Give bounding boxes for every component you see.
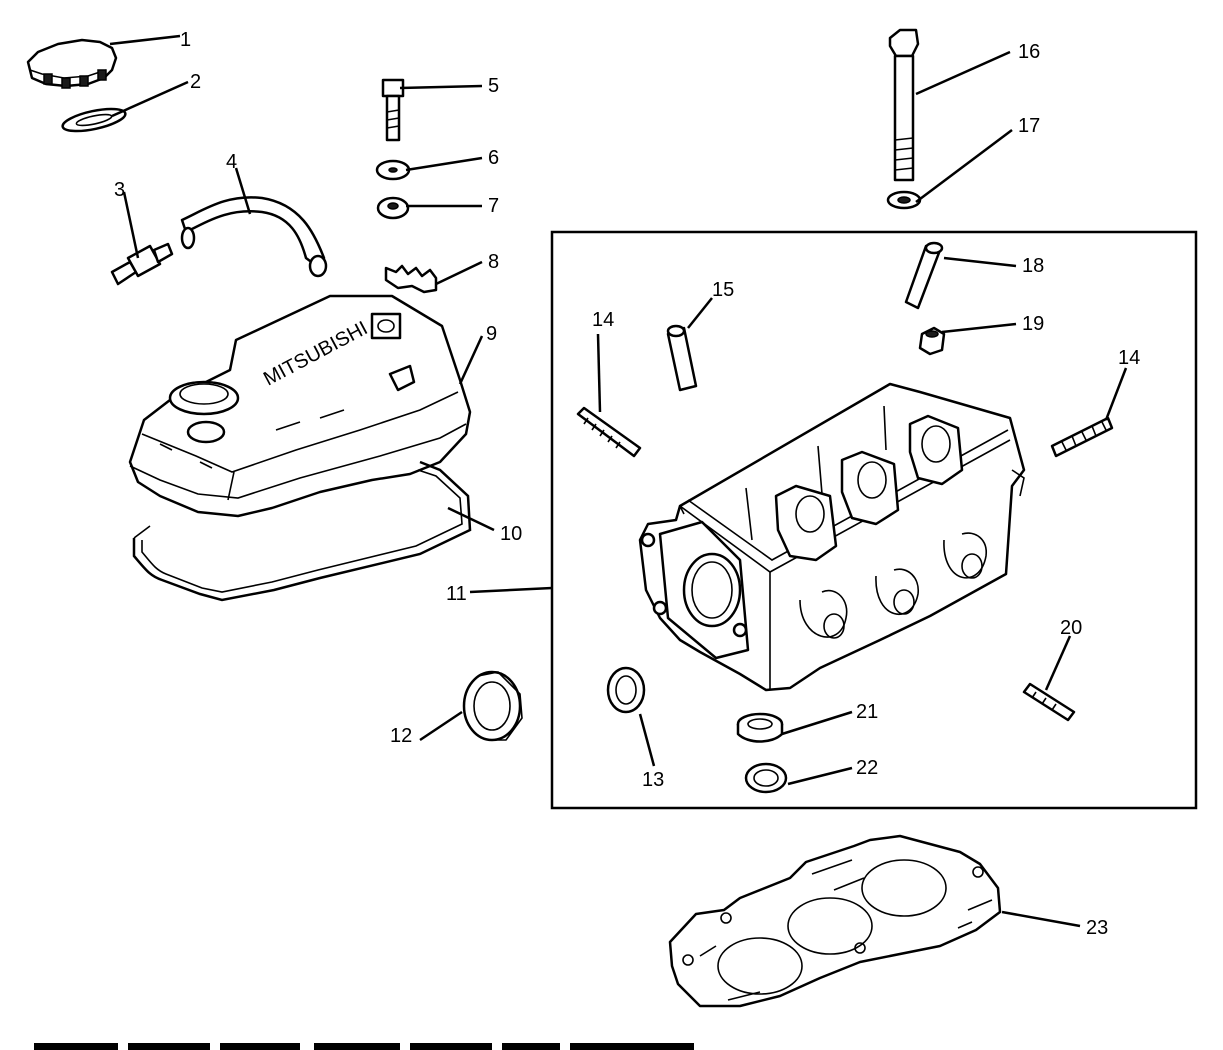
callout-10: 10 — [500, 523, 522, 545]
cover-bolt — [381, 78, 405, 142]
callout-23: 23 — [1086, 917, 1108, 939]
callout-2: 2 — [190, 71, 201, 93]
washer — [375, 159, 411, 181]
dowel-pin — [666, 324, 698, 392]
callout-19: 19 — [1022, 313, 1044, 335]
seal-ring — [744, 762, 788, 794]
callout-22: 22 — [856, 757, 878, 779]
callout-4: 4 — [226, 151, 237, 173]
stud-bolt-left — [576, 406, 642, 458]
callout-5: 5 — [488, 75, 499, 97]
callout-8: 8 — [488, 251, 499, 273]
filler-cap-gasket — [61, 107, 127, 133]
callout-15: 15 — [712, 279, 734, 301]
callout-labels: 1 2 3 4 5 6 7 8 9 10 11 12 13 14 14 15 1… — [114, 29, 1140, 939]
callout-16: 16 — [1018, 41, 1040, 63]
callout-21: 21 — [856, 701, 878, 723]
cylinder-head — [638, 382, 1026, 692]
callout-9: 9 — [486, 323, 497, 345]
callout-17: 17 — [1018, 115, 1040, 137]
callout-1: 1 — [180, 29, 191, 51]
callout-11: 11 — [446, 583, 467, 605]
camshaft-oil-seal — [462, 670, 523, 742]
head-bolt-washer — [886, 190, 922, 210]
cylinder-head-group-box — [550, 230, 1198, 810]
oil-filler-cap — [26, 38, 118, 89]
callout-3: 3 — [114, 179, 125, 201]
callout-13: 13 — [642, 769, 664, 791]
callout-14-left: 14 — [592, 309, 614, 331]
head-bolt — [888, 28, 920, 182]
leader-lines — [109, 34, 1128, 928]
stud-bolt-right — [1050, 416, 1114, 458]
pin — [1022, 682, 1076, 722]
clip — [384, 264, 438, 294]
callout-6: 6 — [488, 147, 499, 169]
callout-20: 20 — [1060, 617, 1082, 639]
grommet — [376, 196, 410, 220]
cover-gasket — [132, 460, 472, 602]
cropped-heading — [34, 1043, 694, 1050]
rocker-cover: MITSUBISHI — [128, 294, 472, 518]
callout-7: 7 — [488, 195, 499, 217]
callout-12: 12 — [390, 725, 412, 747]
half-round-seal — [606, 666, 646, 714]
cylinder-head-gasket — [668, 834, 1002, 1008]
callout-14-right: 14 — [1118, 347, 1140, 369]
pcv-valve — [110, 242, 174, 286]
ventilation-hose — [180, 196, 328, 278]
callout-18: 18 — [1022, 255, 1044, 277]
seal-nut — [918, 326, 946, 356]
valve-stem-seal — [736, 712, 784, 743]
valve-guide — [904, 241, 944, 310]
